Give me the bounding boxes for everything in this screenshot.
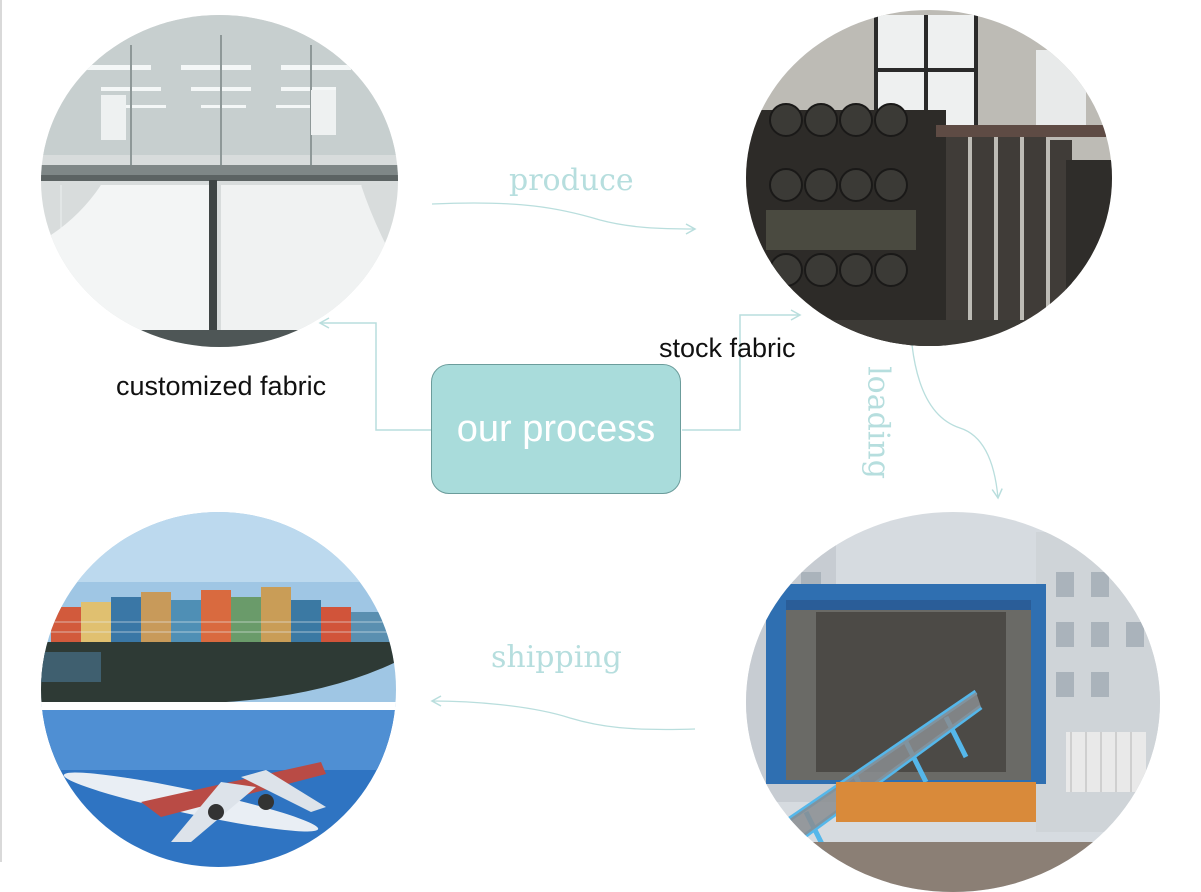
step-loading-label: loading [860, 366, 896, 479]
our-process-box: our process [431, 364, 681, 494]
our-process-label: our process [456, 407, 656, 450]
stock-fabric-label: stock fabric [659, 333, 796, 363]
shipping-photo [41, 512, 396, 867]
arrow-shipping [430, 695, 696, 731]
page-left-border [0, 0, 2, 862]
loom-photo [41, 15, 398, 347]
customized-fabric-label: customized fabric [116, 371, 327, 401]
step-shipping-label: shipping [491, 640, 622, 675]
arrow-to-stock [682, 309, 802, 431]
connector-lines [318, 202, 1003, 731]
arrow-to-customized [318, 317, 431, 431]
arrow-loading [911, 344, 1003, 500]
fabric-rolls-photo [746, 10, 1112, 346]
step-produce-label: produce [509, 163, 634, 198]
arrow-produce [431, 202, 697, 235]
loading-photo [746, 512, 1160, 892]
